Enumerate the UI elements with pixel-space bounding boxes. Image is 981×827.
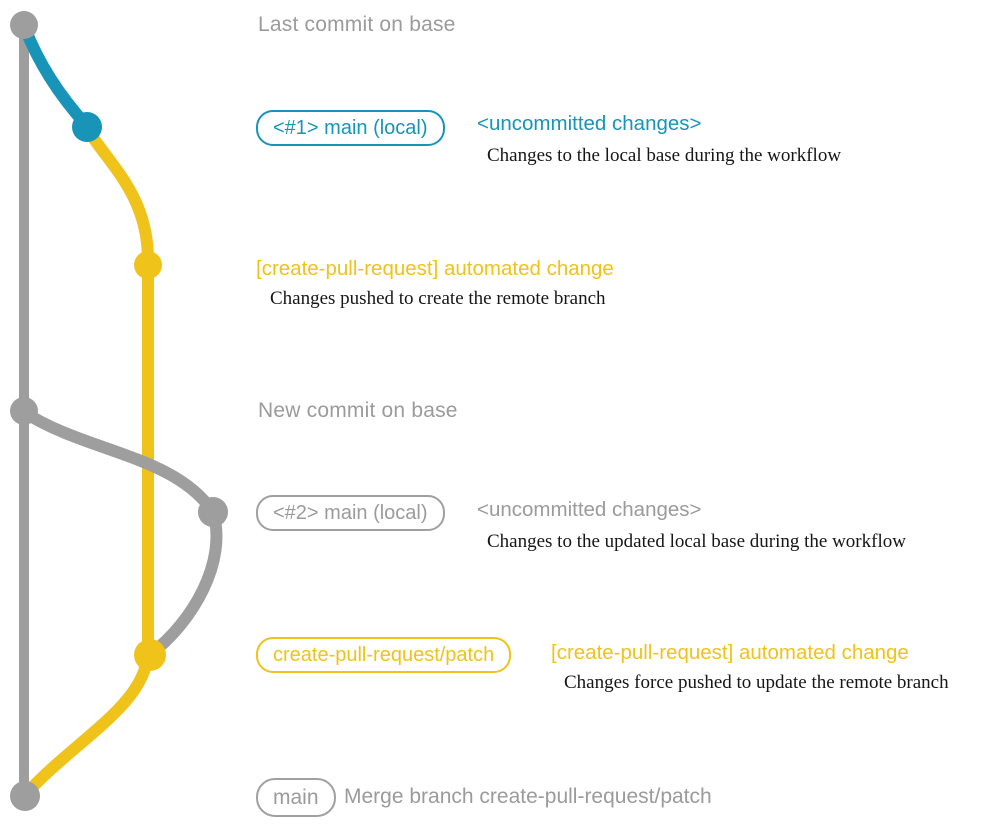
milestone-last-commit-on-base: Last commit on base — [258, 13, 456, 36]
commit-title-merge-branch: Merge branch create-pull-request/patch — [344, 785, 712, 808]
branch-badge-create-pull-request-patch: create-pull-request/patch — [256, 637, 512, 673]
branch-badge-main-local-2: <#2> main (local) — [256, 495, 445, 531]
commit-description-4: Changes force pushed to update the remot… — [564, 672, 949, 693]
commit-node-last-commit-on-base — [10, 11, 38, 39]
branch-badge-main-local-1: <#1> main (local) — [256, 110, 445, 146]
local-main-branch-line — [19, 25, 92, 131]
updated-local-branch-line-lower — [148, 510, 223, 658]
commit-graph — [10, 11, 228, 811]
commit-node-main-local-2 — [198, 497, 228, 527]
commit-title-uncommitted-changes-2: <uncommitted changes> — [477, 498, 702, 521]
commit-description-2: Changes pushed to create the remote bran… — [270, 288, 606, 309]
commit-title-uncommitted-changes-1: <uncommitted changes> — [477, 112, 702, 135]
commit-node-automated-change-1 — [134, 251, 162, 279]
updated-local-branch-line-upper — [20, 406, 218, 516]
commit-node-main-local-1 — [72, 112, 102, 142]
commit-description-1: Changes to the local base during the wor… — [487, 145, 842, 166]
branch-badge-main: main — [256, 778, 336, 817]
commit-node-merge — [10, 781, 40, 811]
commit-node-new-commit-on-base — [10, 397, 38, 425]
milestone-new-commit-on-base: New commit on base — [258, 399, 458, 422]
commit-title-automated-change-2: [create-pull-request] automated change — [551, 641, 909, 664]
commit-node-automated-change-2 — [134, 639, 166, 671]
commit-description-3: Changes to the updated local base during… — [487, 531, 906, 552]
commit-title-automated-change-1: [create-pull-request] automated change — [256, 257, 614, 280]
